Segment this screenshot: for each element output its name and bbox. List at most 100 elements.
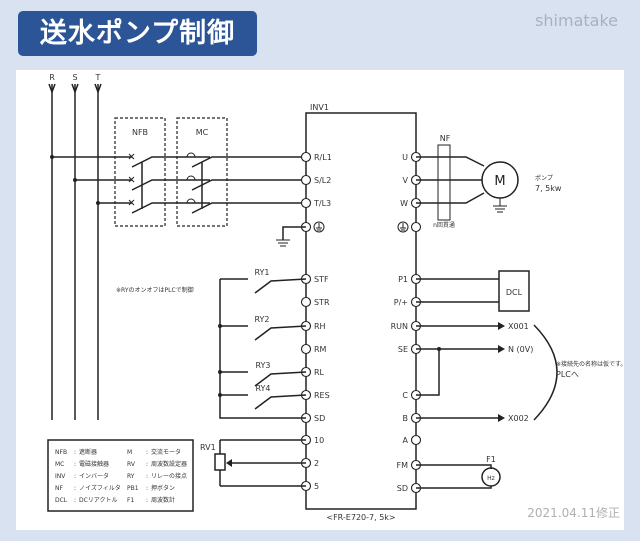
terminal-rm: [300, 343, 312, 355]
relay-note: ※RYのオンオフはPLCで制御: [116, 286, 194, 294]
terminal-tl3: [300, 197, 312, 209]
title-banner: 送水ポンプ制御: [18, 11, 257, 56]
terminal-label: W: [400, 199, 408, 208]
diagram-panel: [16, 70, 624, 530]
motor-name: ポンプ: [535, 174, 553, 182]
noise-filter: NF n回貫通: [433, 134, 455, 229]
nfb-label: NFB: [132, 128, 148, 137]
inverter-inv1: INV1 <FR-E720-7, 5k>: [305, 103, 417, 522]
inverter-label: INV1: [310, 103, 329, 112]
dc-reactor: DCL: [416, 270, 530, 312]
terminal-label: RES: [314, 391, 330, 400]
nf-label: NF: [440, 134, 451, 143]
terminal-rl1: [300, 151, 312, 163]
legend-separator: :: [74, 461, 76, 468]
legend: NFB:遮断器MC:電磁接触器INV:インバータNF:ノイズフィルタDCL:DC…: [47, 439, 194, 512]
plc-signal-x002: X002: [508, 414, 529, 423]
plc-outputs: X001 N (0V) X002 ※接続先の名称は仮です。 PLCへ: [416, 322, 626, 423]
legend-separator: :: [146, 497, 148, 504]
terminal-label: V: [403, 176, 409, 185]
legend-abbr: MC: [55, 461, 64, 468]
legend-description: 遮断器: [79, 448, 97, 456]
junction-dot: [218, 393, 222, 397]
legend-abbr: NFB: [55, 449, 67, 456]
relay-label-ry1: RY1: [254, 268, 269, 277]
terminal-sl2: [300, 174, 312, 186]
junction-dot: [218, 324, 222, 328]
terminal-label: RM: [314, 345, 327, 354]
relay-section: ※RYのオンオフはPLCで制御 RY1 RY2 RY3 RY4: [116, 268, 307, 419]
supply-lines: R S T: [48, 73, 102, 420]
terminal-label: P/+: [394, 298, 408, 307]
terminal-label: B: [403, 414, 409, 423]
relay-label-ry4: RY4: [255, 384, 270, 393]
rv1-label: RV1: [200, 443, 216, 452]
terminal-label: R/L1: [314, 153, 332, 162]
legend-description: 周波数計: [151, 496, 175, 504]
phase-label-t: T: [95, 73, 101, 82]
meter-symbol: Hz: [487, 475, 495, 482]
brand-watermark: shimatake: [535, 11, 618, 30]
legend-description: 押ボタン: [151, 484, 175, 492]
terminal-label: SE: [398, 345, 408, 354]
motor-rating: 7, 5kw: [535, 184, 562, 193]
terminal-label: STF: [314, 275, 329, 284]
legend-separator: :: [146, 449, 148, 456]
legend-description: DCリアクトル: [79, 497, 118, 504]
relay-label-ry2: RY2: [254, 315, 269, 324]
legend-description: 周波数設定器: [151, 460, 187, 468]
plc-note-small: ※接続先の名称は仮です。: [556, 360, 626, 368]
phase-label-r: R: [49, 73, 55, 82]
terminal-a: [410, 434, 422, 446]
legend-separator: :: [74, 473, 76, 480]
terminal-label: SD: [314, 414, 325, 423]
ground-right: [397, 221, 409, 233]
legend-separator: :: [146, 461, 148, 468]
plc-note: PLCへ: [556, 370, 579, 379]
legend-abbr: F1: [127, 497, 134, 504]
terminal-label: FM: [396, 461, 408, 470]
legend-separator: :: [74, 485, 76, 492]
legend-abbr: DCL: [55, 497, 68, 504]
legend-description: 交流モータ: [151, 448, 181, 456]
ground-icon: [397, 221, 409, 233]
nfb-breaker: NFB: [52, 117, 210, 227]
junction-dot: [437, 347, 441, 351]
motor-wiring: M ポンプ 7, 5kw: [416, 156, 562, 213]
terminal-label: A: [403, 436, 409, 445]
legend-description: リレーの接点: [151, 472, 187, 480]
legend-separator: :: [74, 449, 76, 456]
terminal-label: T/L3: [313, 199, 331, 208]
frequency-meter: F1 Hz: [416, 455, 501, 489]
legend-abbr: RY: [127, 473, 135, 480]
legend-abbr: NF: [55, 485, 63, 492]
legend-abbr: INV: [55, 473, 66, 480]
terminal-ground: [410, 221, 422, 233]
terminal-label: STR: [314, 298, 330, 307]
legend-separator: :: [146, 473, 148, 480]
hz-meter-icon: [481, 467, 501, 487]
terminal-label: RH: [314, 322, 326, 331]
terminal-label: RUN: [391, 322, 408, 331]
legend-description: ノイズフィルタ: [79, 484, 121, 492]
terminal-label: C: [402, 391, 408, 400]
terminal-label: 2: [314, 459, 319, 468]
mc-contactor: MC: [176, 117, 305, 227]
legend-description: インバータ: [79, 472, 109, 480]
revision-date: 2021.04.11修正: [527, 506, 620, 520]
terminal-label: P1: [398, 275, 408, 284]
mc-label: MC: [196, 128, 209, 137]
motor-symbol: M: [494, 174, 505, 189]
ground-icon: [313, 221, 325, 233]
meter-label: F1: [486, 455, 496, 464]
legend-description: 電磁接触器: [79, 460, 109, 468]
legend-abbr: RV: [127, 461, 136, 468]
terminal-label: 10: [314, 436, 324, 445]
terminal-label: U: [402, 153, 408, 162]
junction-dot: [218, 370, 222, 374]
page-title: 送水ポンプ制御: [39, 18, 236, 49]
legend-separator: :: [74, 497, 76, 504]
terminal-str: [300, 296, 312, 308]
legend-abbr: PB1: [127, 485, 139, 492]
